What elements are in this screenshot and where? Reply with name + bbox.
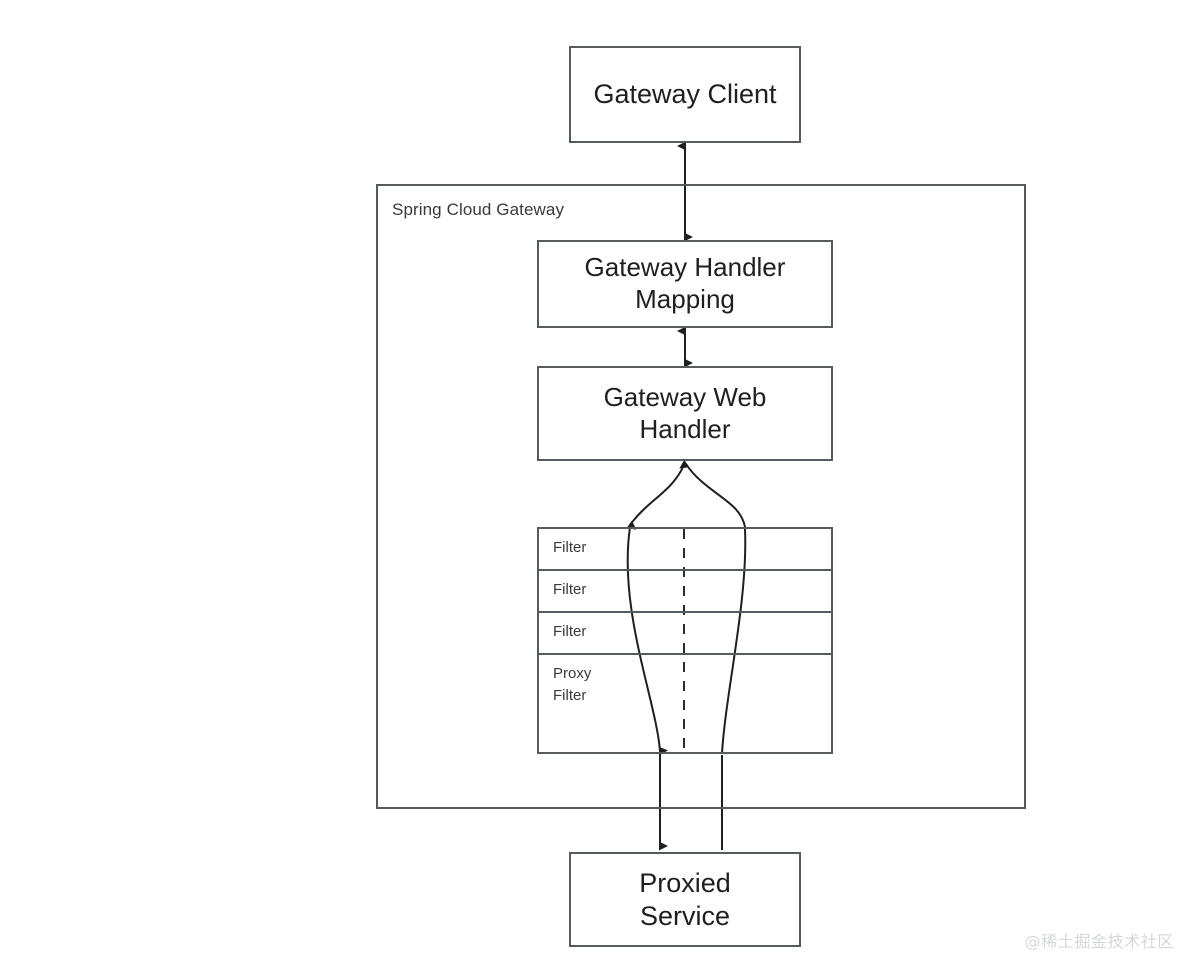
container-spring-cloud-gateway	[376, 184, 1026, 809]
node-gateway-handler-mapping-label: Gateway Handler Mapping	[584, 252, 786, 314]
edge-web-handler-to-filter-chain	[626, 464, 685, 530]
node-gateway-web-handler[interactable]: Gateway Web Handler	[537, 366, 833, 461]
filter-chain-table: Filter Filter Filter Proxy Filter	[537, 527, 833, 754]
node-gateway-handler-mapping[interactable]: Gateway Handler Mapping	[537, 240, 833, 328]
filter-row: Filter	[539, 571, 831, 613]
filter-row: Filter	[539, 529, 831, 571]
node-proxied-service-label: Proxied Service	[639, 867, 731, 931]
watermark-text: @稀土掘金技术社区	[1024, 932, 1174, 951]
node-gateway-client-label: Gateway Client	[593, 79, 777, 110]
container-spring-cloud-gateway-label: Spring Cloud Gateway	[392, 200, 565, 219]
edge-filter-chain-to-web-handler	[679, 459, 746, 528]
edge-filter-chain-to-proxied-service	[626, 526, 668, 851]
node-gateway-client[interactable]: Gateway Client	[569, 46, 801, 143]
node-proxied-service[interactable]: Proxied Service	[569, 852, 801, 947]
filter-row-proxy-filter: Proxy Filter	[553, 665, 592, 704]
node-gateway-web-handler-label: Gateway Web Handler	[603, 381, 767, 444]
edge-proxied-service-to-filter-chain	[720, 528, 747, 850]
filter-row: Filter	[539, 613, 831, 655]
